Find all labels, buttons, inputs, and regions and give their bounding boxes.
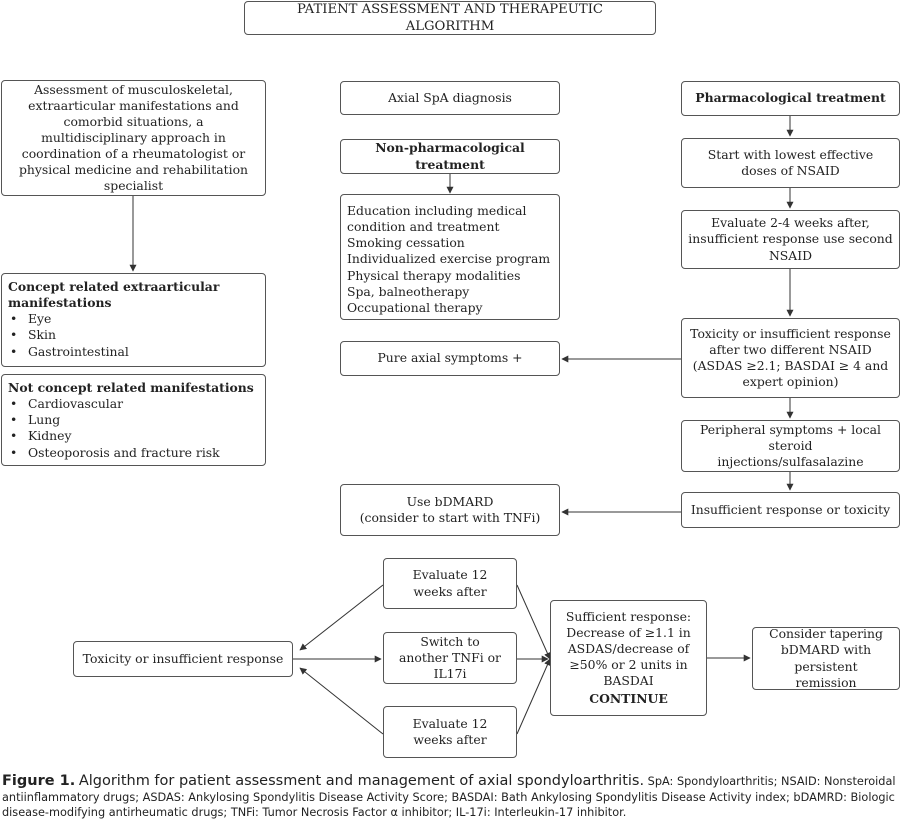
continue-label: CONTINUE: [589, 691, 668, 707]
assessment-text: Assessment of musculoskeletal, extraarti…: [18, 81, 249, 194]
list-item: Cardiovascular: [8, 396, 259, 412]
insufficient-text: Insufficient response or toxicity: [690, 501, 891, 517]
diagnosis-box: Axial SpA diagnosis: [340, 81, 560, 115]
sufficient-response-box: Sufficient response: Decrease of ≥1.1 in…: [550, 600, 707, 716]
nsaid-start-text: Start with lowest effective doses of NSA…: [707, 146, 874, 178]
evaluate-12-top-box: Evaluate 12 weeks after: [383, 558, 517, 609]
caption-label: Figure 1.: [2, 773, 76, 789]
arrow-evaluate-top-to-toxicity: [299, 584, 384, 651]
insufficient-box: Insufficient response or toxicity: [681, 492, 900, 528]
nonpharm-list-box: Education including medical condition an…: [340, 194, 560, 320]
evaluate-12-bottom-text: Evaluate 12 weeks after: [412, 715, 488, 747]
list-item: Osteoporosis and fracture risk: [8, 445, 259, 461]
evaluate-2-4-text: Evaluate 2-4 weeks after, insufficient r…: [688, 215, 893, 263]
caption-title: Algorithm for patient assessment and man…: [78, 773, 645, 789]
nonpharm-item: Occupational therapy: [347, 299, 483, 315]
evaluate-12-top-text: Evaluate 12 weeks after: [412, 567, 488, 599]
nonpharm-item: Individualized exercise program: [347, 251, 551, 267]
pharm-heading-box: Pharmacological treatment: [681, 81, 900, 116]
caption-abbreviations: SpA: Spondyloarthritis; NSAID: Nonsteroi…: [2, 775, 896, 820]
toxicity-insufficient-text: Toxicity or insufficient response: [82, 650, 284, 666]
list-item: Gastrointestinal: [8, 344, 259, 360]
toxicity-two-nsaid-text: Toxicity or insufficient response after …: [690, 325, 891, 390]
nonpharm-heading-text: Non-pharmacological treatment: [375, 140, 525, 172]
peripheral-text: Peripheral symptoms + local steroid inje…: [699, 421, 881, 470]
arrow-evaluate-bottom-to-sufficient: [516, 658, 551, 735]
nonpharm-item: Smoking cessation: [347, 235, 465, 251]
list-item: Kidney: [8, 428, 259, 444]
toxicity-two-nsaid-box: Toxicity or insufficient response after …: [681, 318, 900, 398]
algorithm-title: PATIENT ASSESSMENT AND THERAPEUTIC ALGOR…: [244, 1, 656, 35]
nonpharm-heading-box: Non-pharmacological treatment: [340, 139, 560, 174]
concept-related-heading: Concept related extraarticular manifesta…: [8, 279, 220, 311]
evaluate-12-bottom-box: Evaluate 12 weeks after: [383, 706, 517, 758]
bdmard-line-1: Use bDMARD: [406, 493, 494, 509]
list-item: Skin: [8, 327, 259, 343]
assessment-box: Assessment of musculoskeletal, extraarti…: [1, 80, 266, 196]
tapering-text: Consider tapering bDMARD with persistent…: [769, 626, 883, 690]
nsaid-start-box: Start with lowest effective doses of NSA…: [681, 138, 900, 188]
peripheral-box: Peripheral symptoms + local steroid inje…: [681, 420, 900, 472]
nonpharm-item: Physical therapy modalities: [347, 267, 521, 283]
switch-box: Switch to another TNFi or IL17i: [383, 632, 517, 684]
bdmard-box: Use bDMARD (consider to start with TNFi): [340, 484, 560, 536]
evaluate-2-4-box: Evaluate 2-4 weeks after, insufficient r…: [681, 210, 900, 269]
pharm-heading-text: Pharmacological treatment: [695, 90, 886, 106]
not-concept-related-heading: Not concept related manifestations: [8, 380, 254, 395]
algorithm-title-text: PATIENT ASSESSMENT AND THERAPEUTIC ALGOR…: [296, 1, 603, 34]
switch-text: Switch to another TNFi or IL17i: [399, 633, 501, 682]
not-concept-related-box: Not concept related manifestations Cardi…: [1, 374, 266, 466]
bdmard-line-2: (consider to start with TNFi): [359, 510, 541, 525]
arrow-layer: [129, 116, 794, 735]
nonpharm-item: Spa, balneotherapy: [347, 283, 470, 299]
list-item: Eye: [8, 311, 259, 327]
list-item: Lung: [8, 412, 259, 428]
nonpharm-item: Education including medical condition an…: [347, 203, 527, 235]
arrow-evaluate-top-to-sufficient: [516, 584, 551, 660]
not-concept-related-list: Cardiovascular Lung Kidney Osteoporosis …: [8, 396, 259, 461]
tapering-box: Consider tapering bDMARD with persistent…: [752, 626, 900, 690]
concept-related-box: Concept related extraarticular manifesta…: [1, 273, 266, 367]
figure-caption: Figure 1. Algorithm for patient assessme…: [2, 772, 898, 821]
toxicity-insufficient-box: Toxicity or insufficient response: [73, 641, 293, 677]
arrow-evaluate-bottom-to-toxicity: [299, 667, 384, 735]
concept-related-list: Eye Skin Gastrointestinal: [8, 311, 259, 360]
diagnosis-text: Axial SpA diagnosis: [388, 89, 512, 105]
pure-axial-text: Pure axial symptoms +: [377, 350, 523, 366]
pure-axial-box: Pure axial symptoms +: [340, 341, 560, 376]
sufficient-response-text: Sufficient response: Decrease of ≥1.1 in…: [565, 608, 692, 689]
